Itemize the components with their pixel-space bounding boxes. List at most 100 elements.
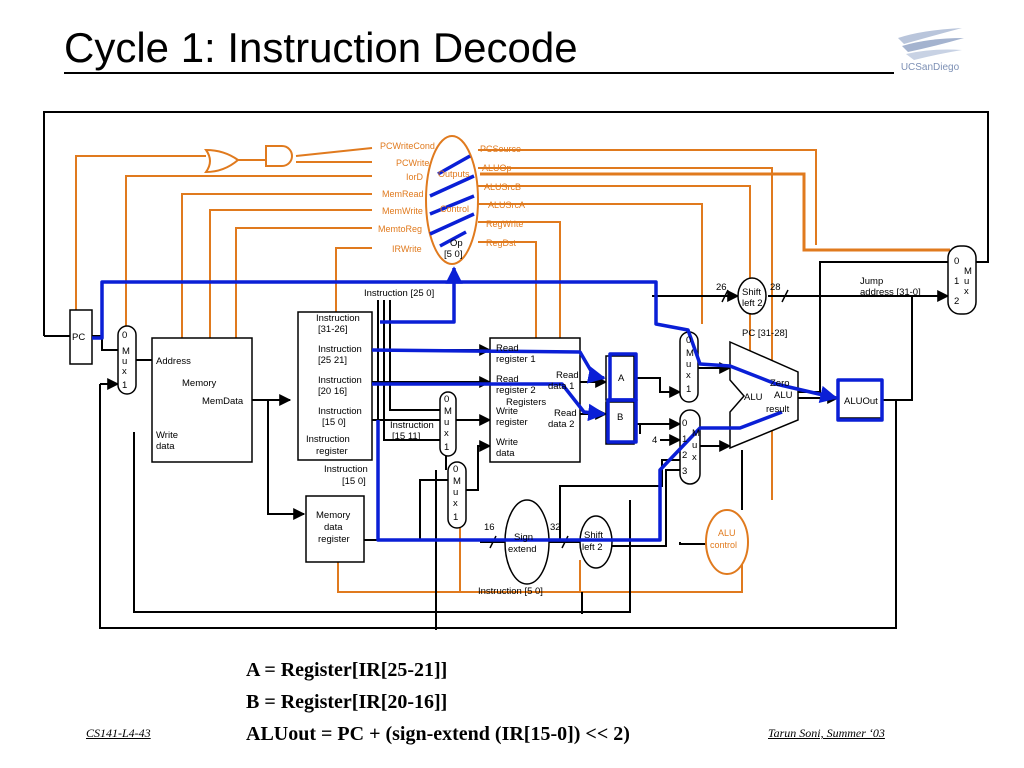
title-rule xyxy=(64,72,894,74)
ir-field2-b: [25 21] xyxy=(318,355,347,366)
shift-left2 xyxy=(579,515,613,569)
signal-pcwritecond: PCWriteCond xyxy=(380,141,435,151)
rf-read-reg2-a: Read xyxy=(496,374,519,385)
mux-alusrcb-in1: 1 xyxy=(682,434,687,445)
bits-32-label: 32 xyxy=(550,522,561,533)
reg-b-label: B xyxy=(617,412,623,423)
pc-31-28-label: PC [31-28] xyxy=(742,328,787,339)
ir-field4-a: Instruction xyxy=(318,406,362,417)
mux-memtoreg-in1: 1 xyxy=(453,512,458,523)
bits-16-label: 16 xyxy=(484,522,495,533)
shift-jump-label-2: left 2 xyxy=(742,298,763,309)
signal-iord: IorD xyxy=(406,172,424,182)
equation-a: A = Register[IR[25-21]] xyxy=(246,659,448,681)
mux-alusrca-in0: 0 xyxy=(686,335,691,346)
alu-name-label: ALU xyxy=(744,392,763,403)
instr-15-0-b: [15 0] xyxy=(342,476,366,487)
memory-unit xyxy=(151,337,253,463)
slide-title: Cycle 1: Instruction Decode xyxy=(64,24,578,71)
rf-write-data-b: data xyxy=(496,448,515,459)
mux-memtoreg-u: u xyxy=(453,487,458,498)
ir-field2-a: Instruction xyxy=(318,344,362,355)
bits-26-label: 26 xyxy=(716,282,727,293)
mux-regdst xyxy=(439,391,457,457)
mux-pcsource-in0: 0 xyxy=(954,256,959,267)
footer-author: Tarun Soni, Summer ‘03 xyxy=(768,726,885,740)
ir-field4-b: [15 0] xyxy=(322,417,346,428)
signal-memtoreg: MemtoReg xyxy=(378,224,422,234)
rf-read-data1-b: data 1 xyxy=(548,381,574,392)
mux-alusrcb-in2: 2 xyxy=(682,450,687,461)
mux-iord-in0: 0 xyxy=(122,330,127,341)
mux-pcsource-u: u xyxy=(964,276,969,287)
shift-left2-label-1: Shift xyxy=(584,530,603,541)
shift-left2-label-2: left 2 xyxy=(582,542,603,553)
signal-regwrite: RegWrite xyxy=(486,219,523,229)
alu-control xyxy=(705,509,749,575)
bits-28-label: 28 xyxy=(770,282,781,293)
rf-write-reg-a: Write xyxy=(496,406,518,417)
signal-regdst: RegDst xyxy=(486,238,517,248)
instr-15-11-b: [15 11] xyxy=(392,431,420,442)
mux-alusrcb-in0: 0 xyxy=(682,418,687,429)
mux-memtoreg-x: x xyxy=(453,498,458,509)
aluout-register xyxy=(837,379,883,419)
instr-25-0-label: Instruction [25 0] xyxy=(364,288,434,299)
equation-aluout: ALUout = PC + (sign-extend (IR[15-0]) <<… xyxy=(246,723,630,745)
register-file xyxy=(489,337,581,463)
jump-label-1: Jump xyxy=(860,276,883,287)
alu-alu-label: ALU xyxy=(774,390,793,401)
mux-regdst-m: M xyxy=(444,406,452,417)
mux-pcsource-x: x xyxy=(964,286,969,297)
mux-pcsource-in2: 2 xyxy=(954,296,959,307)
uc-san-diego-logo-icon xyxy=(898,28,964,60)
ir-field1-b: [31-26] xyxy=(318,324,348,335)
equations: A = Register[IR[25-21]] B = Register[IR[… xyxy=(246,654,630,750)
mux-regdst-u: u xyxy=(444,417,449,428)
mux-alusrcb-x: x xyxy=(692,452,697,463)
mux-alusrca-m: M xyxy=(686,348,694,359)
mux-alusrca-x: x xyxy=(686,370,691,381)
jump-label-2: address [31-0] xyxy=(860,287,921,298)
pc-label: PC xyxy=(72,332,85,343)
rf-name: Registers xyxy=(506,397,546,408)
memory-address-label: Address xyxy=(156,356,191,367)
mux-iord xyxy=(117,325,137,395)
signal-aluop: ALUOp xyxy=(482,163,512,173)
alu-control-label-1: ALU xyxy=(718,528,736,538)
signal-pcsource: PCSource xyxy=(480,144,521,154)
alu-control-label-2: control xyxy=(710,540,737,550)
mux-alusrcb-m: M xyxy=(692,428,700,439)
rf-read-reg2-b: register 2 xyxy=(496,385,536,396)
ir-name-a: Instruction xyxy=(306,434,350,445)
ir-field1-a: Instruction xyxy=(316,313,360,324)
rf-read-reg1-a: Read xyxy=(496,343,519,354)
signal-alusrca: ALUSrcA xyxy=(488,200,525,210)
memory-name-label: Memory xyxy=(182,378,217,389)
control-name-label: Control xyxy=(440,204,469,214)
rf-write-data-a: Write xyxy=(496,437,518,448)
memory-memdata-label: MemData xyxy=(202,396,244,407)
highlight-paths xyxy=(92,154,884,542)
alu-result-label: result xyxy=(766,404,790,415)
mux-iord-u: u xyxy=(122,356,127,367)
instruction-register xyxy=(297,311,373,461)
memory-data-label: data xyxy=(156,441,175,452)
mux-alusrca-u: u xyxy=(686,359,691,370)
mux-regdst-x: x xyxy=(444,428,449,439)
logo-text: UCSanDiego xyxy=(900,62,960,73)
alu xyxy=(729,340,799,450)
mux-alusrcb-in3: 3 xyxy=(682,466,687,477)
alu-zero-label: Zero xyxy=(770,378,790,389)
control-outputs-label: Outputs xyxy=(438,169,470,179)
mux-memtoreg xyxy=(447,461,467,529)
mux-alusrca-in1: 1 xyxy=(686,384,691,395)
signal-memread: MemRead xyxy=(382,189,424,199)
mdr-label-2: data xyxy=(324,522,343,533)
memory-data-register xyxy=(305,495,365,563)
shift-left2-jump xyxy=(737,277,767,315)
instr-15-11-a: Instruction xyxy=(390,420,434,431)
mux-alusrcb-u: u xyxy=(692,440,697,451)
control-wiring xyxy=(75,145,950,593)
